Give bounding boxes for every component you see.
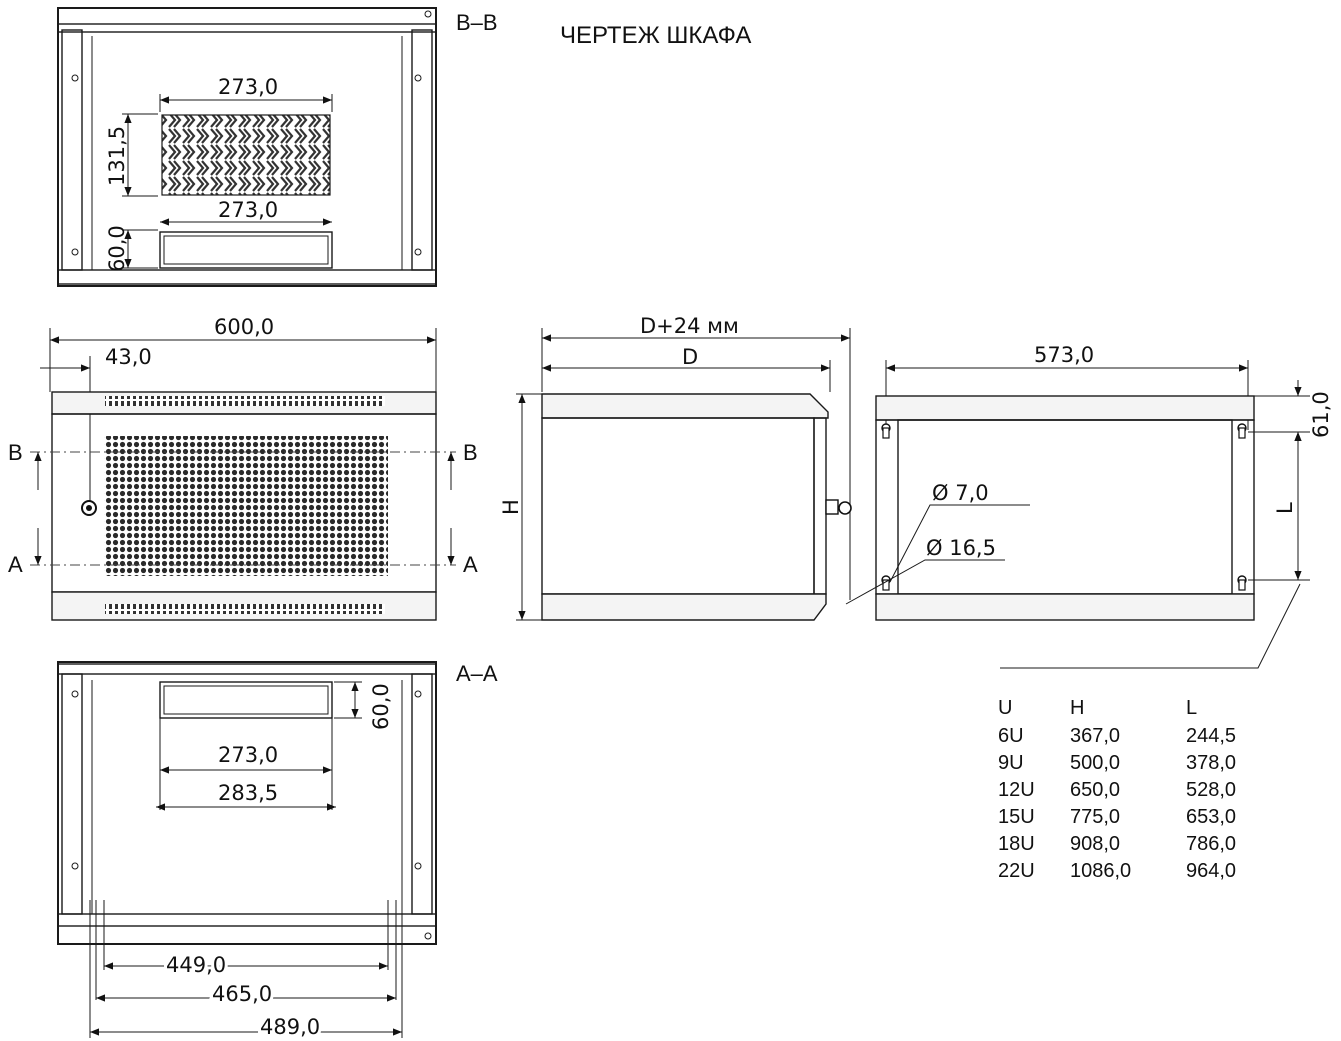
- table-row-h: 775,0: [1070, 806, 1120, 828]
- back-hole-spacing-dim: L: [1273, 502, 1297, 514]
- top-louvers: [105, 396, 385, 406]
- table-row-u: 15U: [998, 806, 1035, 828]
- cable-slot-bottom: [159, 681, 333, 719]
- side-height-dim: H: [499, 499, 523, 515]
- top-view-bb: 273,0 131,5 273,0 60,0 B–B: [57, 7, 498, 287]
- slot-width-dim: 273,0: [218, 198, 278, 222]
- back-view: 573,0 61,0 L Ø 7,0 Ø 16,5: [845, 343, 1333, 669]
- table-row-u: 6U: [998, 725, 1024, 747]
- table-row-l: 653,0: [1186, 806, 1236, 828]
- side-depth-plus-dim: D+24 мм: [640, 314, 739, 338]
- size-table: U H L 6U 367,0 244,5 9U 500,0 378,0 12U …: [998, 697, 1236, 882]
- mount-hole-tr: [1237, 423, 1247, 439]
- table-row-u: 22U: [998, 860, 1035, 882]
- door-perforation: [104, 436, 388, 576]
- mount-hole-tl: [881, 423, 891, 439]
- cable-slot-top: [159, 231, 333, 269]
- table-row-h: 908,0: [1070, 833, 1120, 855]
- section-b-right: B: [463, 440, 478, 465]
- back-width-dim: 573,0: [1034, 343, 1094, 367]
- key-icon: [825, 499, 852, 515]
- vent-grill: [161, 114, 331, 196]
- hole-large-dim: Ø 16,5: [926, 536, 996, 560]
- table-row-h: 500,0: [1070, 752, 1120, 774]
- front-view: 600,0 43,0 B B A A: [8, 315, 478, 621]
- section-aa-label: A–A: [456, 661, 498, 686]
- vent-width-dim: 273,0: [218, 75, 278, 99]
- bottom-louvers: [105, 604, 385, 614]
- side-view: D+24 мм D H: [499, 314, 852, 621]
- table-header-h: H: [1070, 697, 1084, 719]
- slot-height-dim: 60,0: [105, 225, 129, 272]
- rail-465-dim: 465,0: [212, 982, 272, 1006]
- table-row-h: 1086,0: [1070, 860, 1131, 882]
- section-bb-label: B–B: [456, 10, 498, 35]
- back-top-offset-dim: 61,0: [1309, 391, 1333, 438]
- mount-hole-br: [1237, 575, 1247, 591]
- table-row-u: 12U: [998, 779, 1035, 801]
- table-header-u: U: [998, 697, 1012, 719]
- bottom-view-aa: 60,0 273,0 283,5 449,0 465,0 489,0 A–A: [57, 661, 498, 1041]
- drawing-title: ЧЕРТЕЖ ШКАФА: [560, 22, 751, 49]
- bottom-slot-outer-dim: 283,5: [218, 781, 278, 805]
- hole-small-dim: Ø 7,0: [932, 481, 989, 505]
- front-width-dim: 600,0: [214, 315, 274, 339]
- table-row-l: 964,0: [1186, 860, 1236, 882]
- table-row-u: 9U: [998, 752, 1024, 774]
- table-header-l: L: [1186, 697, 1197, 719]
- bottom-slot-height-dim: 60,0: [369, 683, 393, 730]
- table-row-h: 367,0: [1070, 725, 1120, 747]
- vent-height-dim: 131,5: [105, 126, 129, 186]
- section-b-left: B: [8, 440, 23, 465]
- table-row-l: 244,5: [1186, 725, 1236, 747]
- rail-449-dim: 449,0: [166, 953, 226, 977]
- lock-offset-dim: 43,0: [105, 345, 152, 369]
- bottom-slot-width-dim: 273,0: [218, 743, 278, 767]
- table-row-h: 650,0: [1070, 779, 1120, 801]
- table-row-u: 18U: [998, 833, 1035, 855]
- section-a-left: A: [8, 552, 23, 577]
- section-a-right: A: [463, 552, 478, 577]
- rail-489-dim: 489,0: [260, 1015, 320, 1039]
- side-depth-dim: D: [682, 345, 698, 369]
- table-row-l: 378,0: [1186, 752, 1236, 774]
- table-row-l: 528,0: [1186, 779, 1236, 801]
- table-row-l: 786,0: [1186, 833, 1236, 855]
